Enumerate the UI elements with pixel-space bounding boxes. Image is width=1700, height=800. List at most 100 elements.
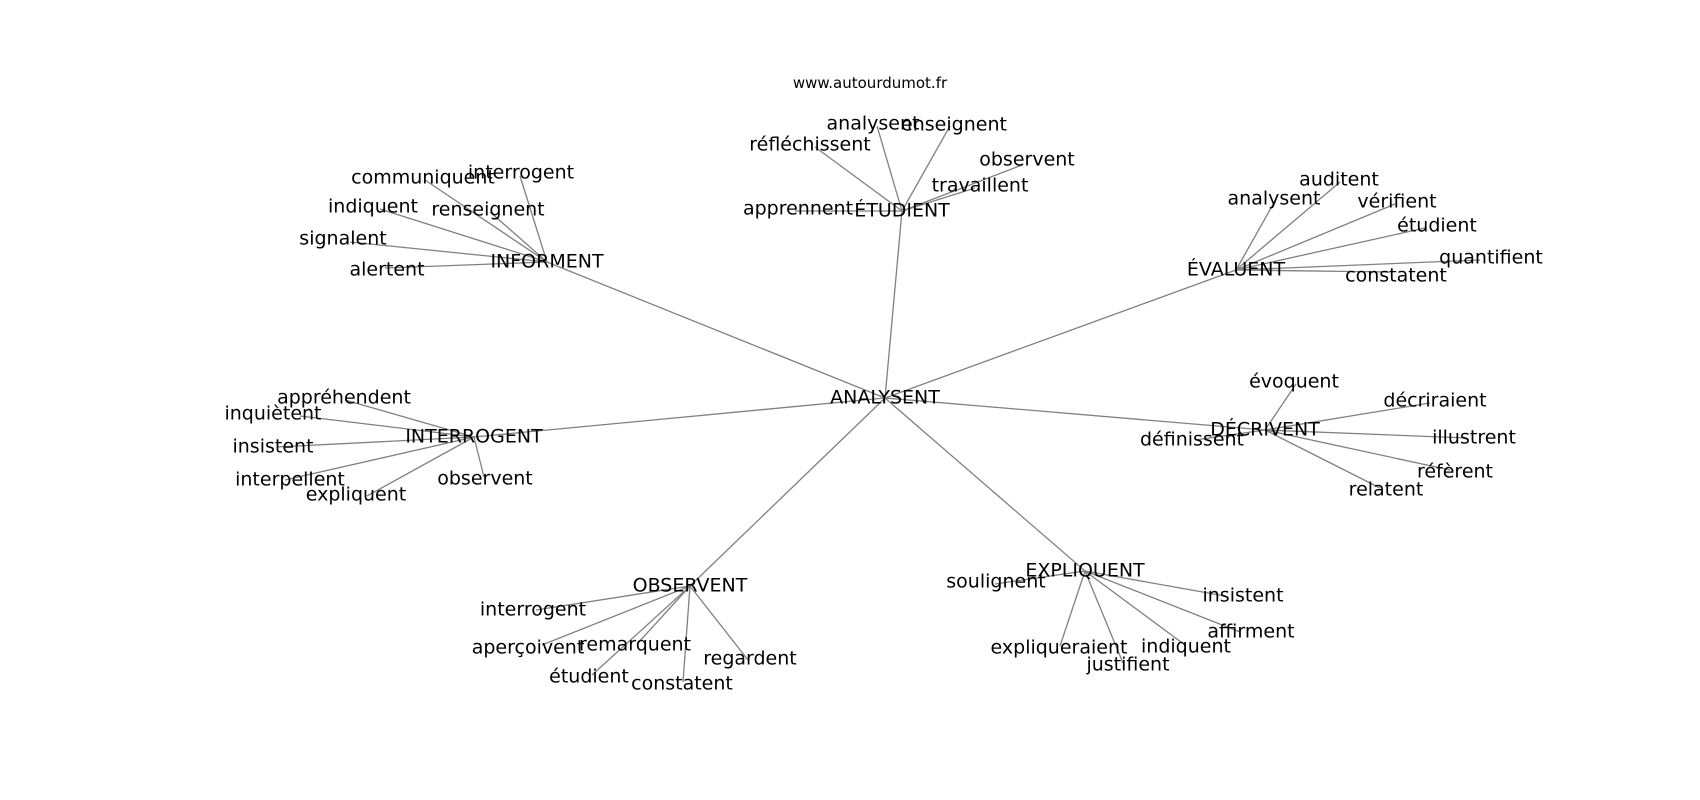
leaf-node-evaluent-0: analysent [1228,188,1321,210]
hub-node-expliquent: EXPLIQUENT [1025,560,1145,582]
edge-informent-4 [519,175,548,263]
leaf-node-observent-1: aperçoivent [472,637,585,659]
edge-root-to-expliquent [884,397,1086,572]
edge-observent-3 [591,585,691,676]
edge-evaluent-4 [1235,259,1481,271]
leaf-node-expliquent-1: insistent [1202,585,1283,607]
edge-decrivent-5 [1194,429,1266,441]
edge-interrogent-4 [366,436,475,497]
edge-root-to-observent [689,397,886,587]
site-url: www.autourdumot.fr [793,74,948,92]
edge-root-to-interrogent [473,397,886,438]
leaf-node-observent-5: regardent [703,648,797,670]
leaf-node-interrogent-1: inquiètent [224,403,321,425]
edge-observent-1 [541,585,691,646]
edge-root-to-decrivent [884,397,1266,431]
edge-expliquent-1 [1084,570,1226,597]
leaf-node-expliquent-3: indiquent [1141,636,1231,658]
edge-informent-3 [424,179,548,263]
leaf-node-decrivent-2: illustrent [1432,427,1516,449]
edge-etudient-1 [814,146,903,212]
edge-evaluent-1 [1235,181,1341,271]
leaf-node-decrivent-1: décriraient [1383,390,1486,412]
hub-node-interrogent: INTERROGENT [405,426,543,448]
leaf-node-expliquent-0: soulignent [946,571,1045,593]
hub-node-decrivent: DÉCRIVENT [1210,418,1320,441]
hub-node-observent: OBSERVENT [633,575,748,597]
leaf-node-decrivent-5: définissent [1140,429,1244,451]
edge-evaluent-2 [1235,203,1396,271]
edge-expliquent-5 [1059,570,1086,647]
leaf-node-observent-3: étudient [549,666,629,688]
edge-interrogent-1 [299,415,475,438]
edge-observent-0 [535,585,691,611]
edge-root-to-evaluent [884,269,1237,399]
edge-interrogent-2 [276,436,475,448]
leaf-node-evaluent-4: quantifient [1439,247,1543,269]
leaf-node-etudient-3: enseignent [901,114,1007,136]
leaf-node-expliquent-5: expliqueraient [991,637,1128,659]
leaf-node-informent-3: communiquent [351,167,495,189]
edge-interrogent-0 [344,399,475,438]
edge-interrogent-5 [473,436,485,478]
edges-layer [276,125,1481,683]
leaf-node-expliquent-4: justifient [1085,654,1169,676]
leaf-node-decrivent-4: relatent [1349,479,1424,501]
edge-expliquent-0 [994,570,1086,585]
edge-evaluent-5 [1235,269,1391,273]
leaf-node-interrogent-4: expliquent [306,484,407,506]
edge-expliquent-2 [1084,570,1241,633]
labels-layer: ANALYSENT ÉTUDIENTapprennentréfléchissen… [224,113,1542,695]
leaf-node-informent-2: indiquent [328,196,418,218]
edge-decrivent-4 [1264,429,1381,489]
leaf-node-informent-5: renseignent [431,199,544,221]
leaf-node-evaluent-2: vérifient [1357,191,1436,213]
hub-node-etudient: ÉTUDIENT [854,199,950,222]
hub-node-informent: INFORMENT [490,251,604,273]
leaf-node-observent-4: constatent [631,673,733,695]
edge-observent-4 [682,585,691,683]
edge-etudient-5 [901,187,976,212]
leaf-node-etudient-0: apprennent [743,198,853,220]
edge-evaluent-0 [1235,200,1276,271]
edge-expliquent-4 [1084,570,1124,664]
root-node-label: ANALYSENT [830,387,940,409]
leaf-node-etudient-2: analysent [827,113,920,135]
edge-decrivent-1 [1264,402,1431,431]
leaf-node-evaluent-5: constatent [1345,265,1447,287]
leaf-node-informent-1: signalent [299,228,386,250]
edge-root-to-informent [546,261,886,399]
leaf-node-etudient-5: travaillent [932,175,1029,197]
edge-informent-1 [349,241,548,263]
edge-etudient-2 [876,125,903,212]
leaf-node-interrogent-5: observent [437,468,533,490]
edge-interrogent-3 [284,436,475,481]
leaf-node-interrogent-0: appréhendent [277,387,411,409]
leaf-node-informent-4: interrogent [468,162,574,184]
leaf-node-decrivent-0: évoquent [1249,371,1339,393]
leaf-node-observent-0: interrogent [480,599,586,621]
leaf-node-expliquent-2: affirment [1207,621,1294,643]
leaf-node-interrogent-3: interpellent [235,469,345,491]
leaf-node-informent-0: alertent [349,259,424,281]
edge-decrivent-0 [1264,383,1297,431]
leaf-node-etudient-4: observent [979,149,1075,171]
edge-decrivent-3 [1264,429,1451,471]
edge-informent-0 [384,261,548,269]
leaf-node-interrogent-2: insistent [232,436,313,458]
edge-decrivent-2 [1264,429,1468,439]
edge-etudient-3 [901,125,951,212]
edge-expliquent-3 [1084,570,1186,646]
edge-informent-5 [489,211,548,263]
edge-informent-2 [379,208,548,263]
edge-etudient-4 [901,164,1023,212]
leaf-node-evaluent-1: auditent [1299,169,1379,191]
edge-root-to-etudient [884,210,903,399]
leaf-node-observent-2: remarquent [579,634,691,656]
edge-evaluent-3 [1235,227,1426,271]
hub-node-evaluent: ÉVALUENT [1187,258,1286,281]
leaf-node-evaluent-3: étudient [1397,215,1477,237]
leaf-node-decrivent-3: réfèrent [1417,461,1493,483]
edge-observent-2 [637,585,691,644]
